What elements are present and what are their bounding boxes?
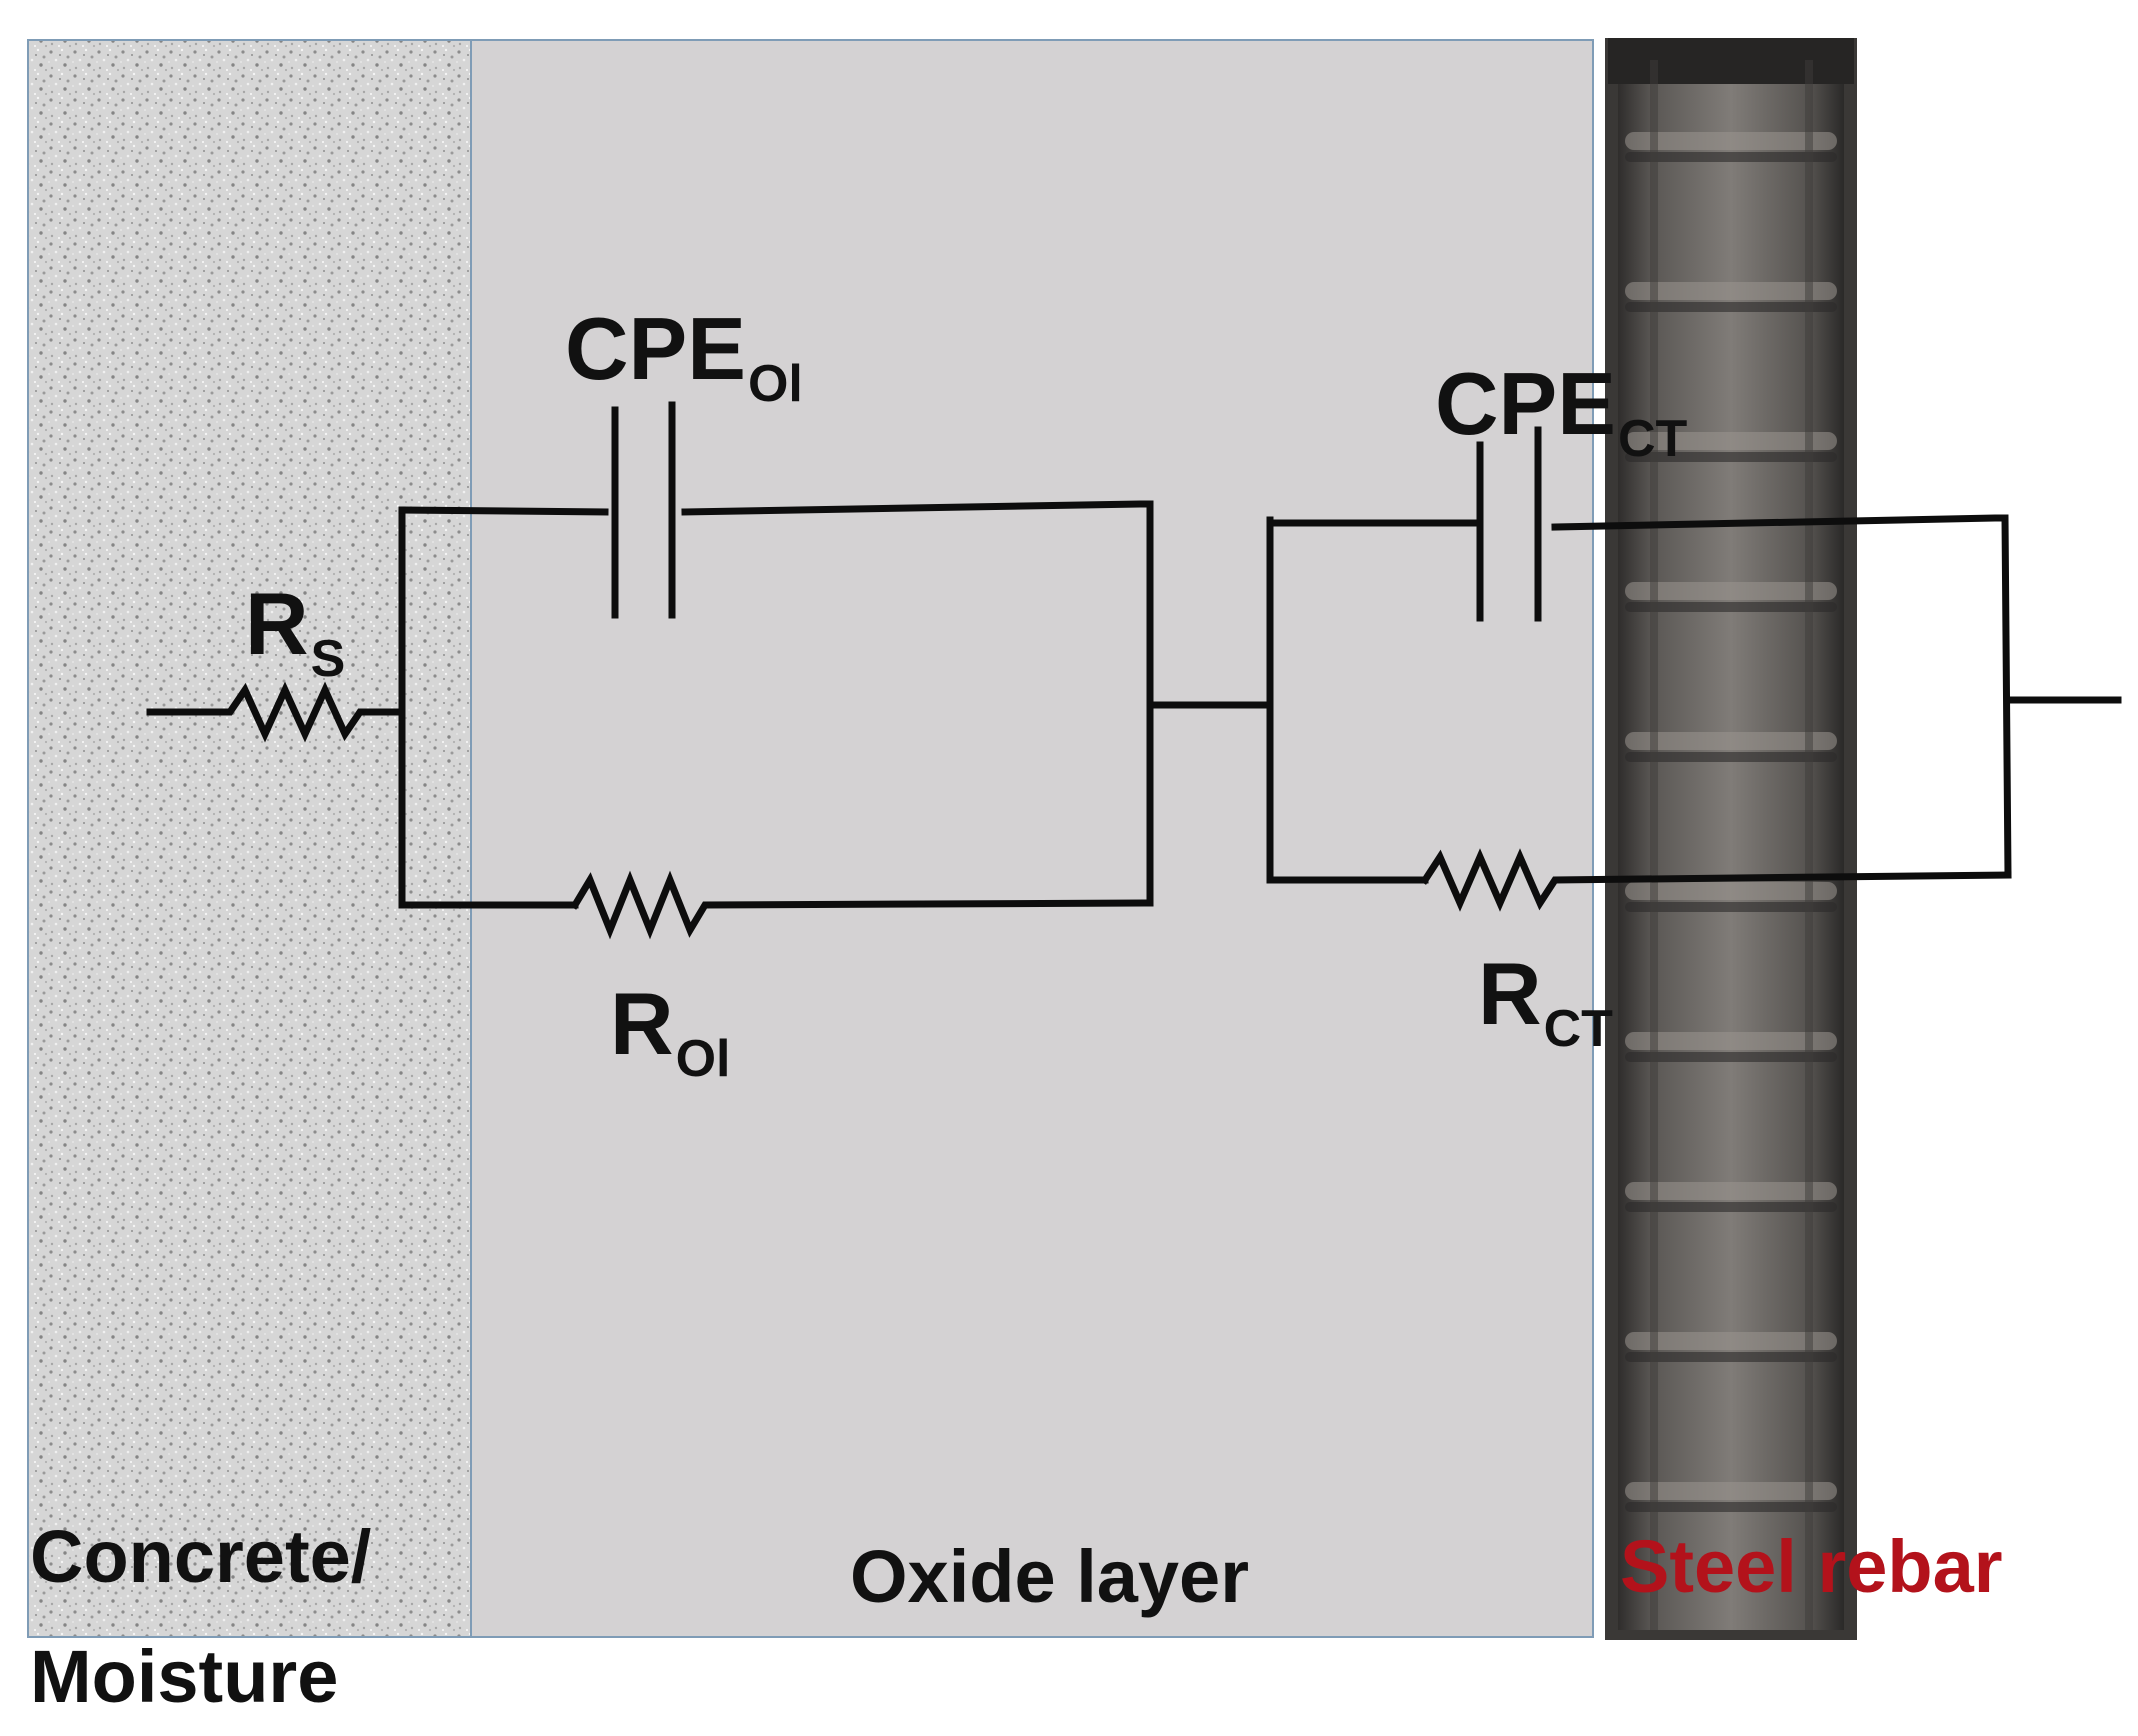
label-r-ol-sub: Ol	[675, 1030, 731, 1088]
label-rs-main: R	[245, 574, 309, 673]
label-cpe-ol: CPEOl	[565, 305, 803, 411]
concrete-region	[27, 39, 472, 1638]
label-cpe-ct-main: CPE	[1435, 354, 1616, 453]
label-r-ct: RCT	[1478, 950, 1613, 1056]
label-cpe-ol-main: CPE	[565, 299, 746, 398]
label-r-ct-sub: CT	[1543, 1000, 1613, 1058]
label-rs-sub: S	[310, 630, 346, 688]
rs-resistor	[146, 681, 406, 743]
label-rebar-word: rebar	[1817, 1525, 2003, 1608]
label-cpe-ct: CPECT	[1435, 360, 1687, 466]
label-cpe-ct-sub: CT	[1617, 410, 1688, 468]
label-rs: RS	[245, 580, 345, 686]
label-cpe-ol-sub: Ol	[747, 355, 803, 413]
label-r-ct-main: R	[1478, 944, 1542, 1043]
r-ct-resistor	[1420, 848, 2012, 912]
label-steel-word: Steel	[1620, 1525, 1797, 1608]
steel-rebar-image	[1605, 38, 1857, 1640]
label-concrete-line2: Moisture	[30, 1635, 339, 1718]
label-steel-rebar: Steel rebar	[1620, 1530, 2003, 1604]
label-r-ol-main: R	[610, 974, 674, 1073]
label-oxide-layer: Oxide layer	[850, 1535, 1250, 1618]
label-r-ol: ROl	[610, 980, 730, 1086]
label-concrete-line1: Concrete/	[30, 1515, 372, 1598]
circuit-wires	[146, 401, 2122, 940]
oxide-layer-region	[470, 39, 1594, 1638]
r-ol-resistor	[570, 870, 1154, 940]
